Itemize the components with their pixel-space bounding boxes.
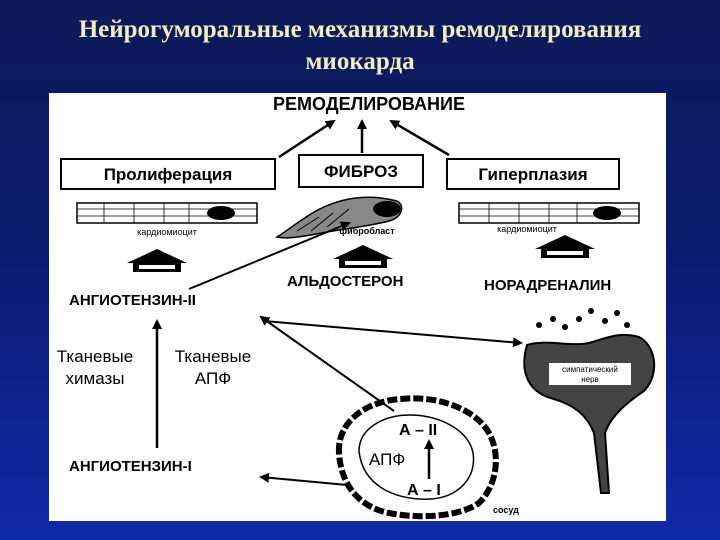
sympathetic-label-1: симпатический xyxy=(562,365,618,374)
diagram-svg: РЕМОДЕЛИРОВАНИЕ Пролиферация ФИБРОЗ Гипе… xyxy=(49,93,666,521)
slide-title-line2: миокарда xyxy=(0,46,720,78)
tissue-chymases-label-2: химазы xyxy=(66,369,125,388)
arrow-vessel-to-angiotensin1 xyxy=(261,477,347,485)
noradrenaline-label: НОРАДРЕНАЛИН xyxy=(484,277,611,294)
angiotensin2-label: АНГИОТЕНЗИН-II xyxy=(69,292,196,309)
cardiomyocyte-right-label: кардиомиоцит xyxy=(497,224,557,234)
fibrosis-label: ФИБРОЗ xyxy=(324,162,398,181)
hyperplasia-label: Гиперплазия xyxy=(478,165,587,184)
a1-label: А – I xyxy=(407,482,441,499)
receptor-icon-right xyxy=(535,235,595,258)
arrow-hyperplasia-to-remodeling xyxy=(391,121,449,155)
diagram-panel: РЕМОДЕЛИРОВАНИЕ Пролиферация ФИБРОЗ Гипе… xyxy=(49,93,666,521)
angiotensin1-label: АНГИОТЕНЗИН-I xyxy=(69,458,192,475)
a2-label: А – II xyxy=(399,422,437,439)
tissue-ace-label-1: Тканевые xyxy=(175,347,251,366)
ace-label: АПФ xyxy=(369,450,405,469)
arrow-angiotensin2-to-nerve xyxy=(264,321,521,343)
tissue-ace-label-2: АПФ xyxy=(195,369,231,388)
proliferation-label: Пролиферация xyxy=(104,165,233,184)
receptor-icon-left xyxy=(127,249,187,272)
slide-title-line1: Нейрогуморальные механизмы ремоделирован… xyxy=(0,14,720,46)
noradrenaline-dots xyxy=(536,308,630,330)
cardiomyocyte-right xyxy=(459,203,639,223)
aldosterone-label: АЛЬДОСТЕРОН xyxy=(287,273,403,290)
hyperplasia-box: Гиперплазия xyxy=(447,159,619,189)
cardiomyocyte-left xyxy=(77,203,257,223)
remodeling-label: РЕМОДЕЛИРОВАНИЕ xyxy=(273,94,465,114)
proliferation-box: Пролиферация xyxy=(61,159,275,189)
fibroblast-label: фибробласт xyxy=(339,226,395,236)
slide-title: Нейрогуморальные механизмы ремоделирован… xyxy=(0,14,720,78)
receptor-icon-middle xyxy=(333,245,393,268)
sympathetic-nerve-icon xyxy=(524,335,654,493)
arrow-proliferation-to-remodeling xyxy=(279,121,334,157)
tissue-chymases-label-1: Тканевые xyxy=(57,347,133,366)
cardiomyocyte-left-label: кардиомиоцит xyxy=(137,227,197,237)
vessel-label: сосуд xyxy=(493,505,519,515)
sympathetic-label-2: нерв xyxy=(581,375,599,384)
fibrosis-box: ФИБРОЗ xyxy=(299,155,423,187)
